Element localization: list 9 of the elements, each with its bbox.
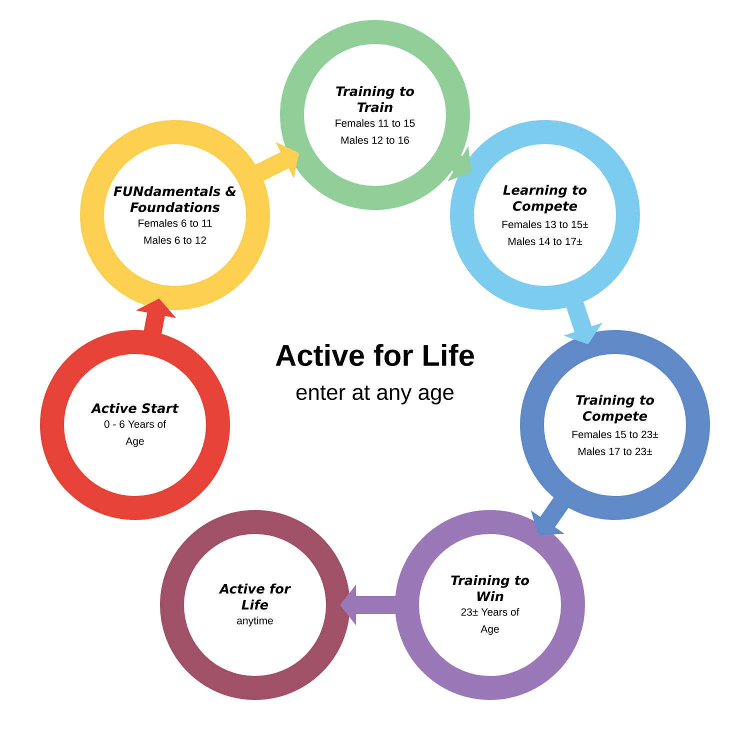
- stage-ring: Training to Train Females 11 to 15 Males 12 to 16: [280, 20, 470, 210]
- stage-ring: FUNdamentals & Foundations Females 6 to 11 Males 6 to 12: [80, 120, 270, 310]
- stage-ring: Active Start 0 - 6 Years of Age: [40, 330, 230, 520]
- stage-ring: Training to Win 23± Years of Age: [395, 510, 585, 700]
- subtitle: enter at any age: [296, 386, 454, 404]
- stage-ring: Learning to Compete Females 13 to 15± Males 14 to 17±: [450, 120, 640, 310]
- stage-ring: Active for Life anytime: [160, 510, 350, 700]
- title: Active for Life: [276, 344, 474, 366]
- stage-ring: Training to Compete Females 15 to 23± Males 17 to 23±: [520, 330, 710, 520]
